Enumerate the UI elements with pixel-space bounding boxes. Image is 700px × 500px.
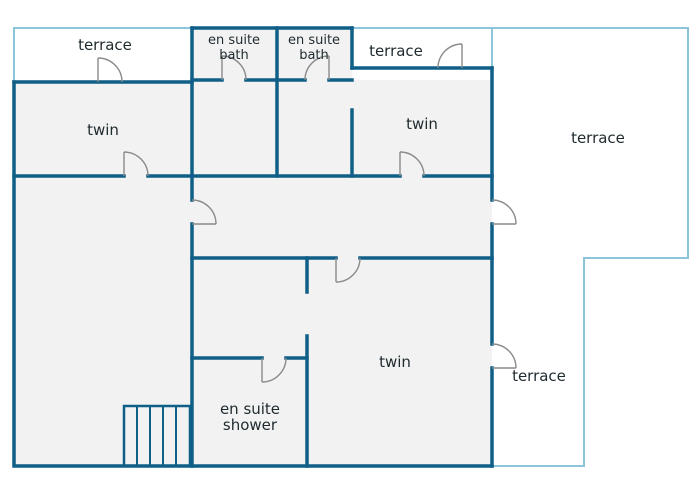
walls [12,26,494,468]
label-twin-lower: twin [379,353,411,371]
door-corridor-right [491,199,517,225]
label-twin-upper-right: twin [406,115,438,133]
label-terrace-lower-right: terrace [512,367,566,385]
label-ensuite-bath-right-line2: bath [299,48,329,63]
door-ensuite-bath-left [221,55,247,81]
door-ensuite-shower [261,357,287,383]
label-ensuite-shower-line1: en suite [220,400,280,418]
room-labels: terrace en suite bath en suite bath terr… [78,33,625,434]
label-ensuite-shower-line2: shower [223,416,278,434]
label-terrace-right: terrace [571,129,625,147]
door-corridor-left [191,199,217,225]
door-twin-upper-right [399,151,425,177]
door-terrace-top-left [97,57,123,83]
door-terrace-top-middle [437,43,463,69]
staircase [122,404,192,468]
door-twin-lower-top [335,257,361,283]
label-terrace-top-middle: terrace [369,42,423,60]
label-ensuite-bath-right-line1: en suite [288,33,340,48]
label-ensuite-bath-left-line1: en suite [208,33,260,48]
label-ensuite-bath-left-line2: bath [219,48,249,63]
door-terrace-lower-right [491,343,517,369]
label-twin-upper-left: twin [87,121,119,139]
door-ensuite-bath-right [304,55,330,81]
interior-floor [14,28,492,466]
label-terrace-top-left: terrace [78,36,132,54]
door-twin-upper-left [123,151,149,177]
